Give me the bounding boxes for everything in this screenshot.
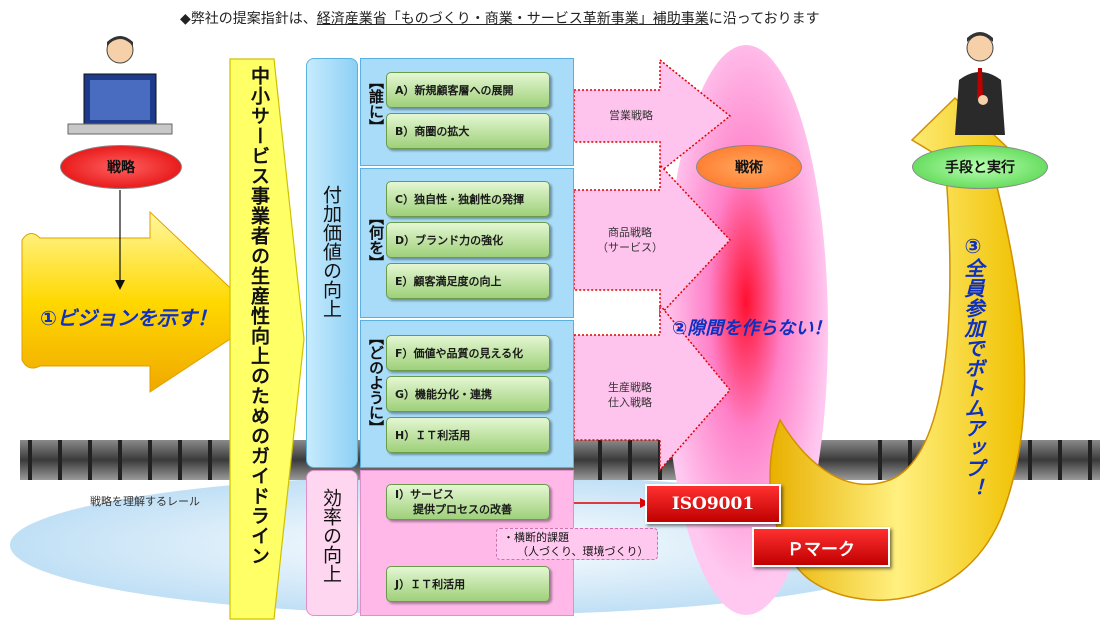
- item-d: D）ブランド力の強化: [386, 222, 550, 258]
- header-text: ◆弊社の提案指針は、経済産業省「ものづくり・商業・サービス革新事業」補助事業に沿…: [180, 8, 940, 28]
- group-who-label: 【誰に】: [367, 74, 385, 134]
- cross-line1: ・横断的課題: [503, 531, 569, 544]
- item-h: H）ＩＴ利活用: [386, 417, 550, 453]
- item-f: F）価値や品質の見える化: [386, 335, 550, 371]
- item-i-line2: 提供プロセスの改善: [413, 503, 512, 516]
- production-strategy-label: 生産戦略 仕入戦略: [590, 380, 670, 410]
- item-b: B）商圏の拡大: [386, 113, 550, 149]
- production-strategy-line1: 生産戦略: [608, 381, 652, 394]
- group-what-label: 【何を】: [367, 210, 385, 270]
- item-i: I）サービス 提供プロセスの改善: [386, 484, 550, 520]
- item-c: C）独自性・独創性の発揮: [386, 181, 550, 217]
- cross-cutting-box: ・横断的課題 （人づくり、環境づくり）: [496, 528, 658, 560]
- item-e: E）顧客満足度の向上: [386, 263, 550, 299]
- product-strategy-line1: 商品戦略: [608, 226, 652, 239]
- value-up-column: [306, 58, 358, 468]
- pmark-badge: Ｐマーク: [752, 527, 890, 567]
- item-a: A）新規顧客層への展開: [386, 72, 550, 108]
- efficiency-column: [306, 470, 358, 616]
- guideline-title: 中小サービス事業者の生産性向上のためのガイドライン: [248, 66, 270, 566]
- group-how-label: 【どのように】: [367, 330, 385, 435]
- means-execution-oval: 手段と実行: [912, 145, 1048, 189]
- vision-arrow: [21, 210, 263, 393]
- strategy-arrows: [573, 58, 732, 472]
- product-strategy-line2: （サービス）: [597, 241, 663, 254]
- item-i-line1: I）サービス: [395, 488, 455, 501]
- businessman-thinking-icon: [955, 32, 1005, 135]
- gap-label: ②隙間を作らない！: [672, 318, 832, 339]
- header-underlined: 経済産業省「ものづくり・商業・サービス革新事業」補助事業: [316, 11, 709, 27]
- vision-label: ①ビジョンを示す！: [40, 306, 217, 330]
- efficiency-label: 効率の向上: [320, 488, 342, 583]
- production-strategy-line2: 仕入戦略: [608, 396, 652, 409]
- cross-line2: （人づくり、環境づくり）: [517, 545, 649, 558]
- sales-strategy-label: 営業戦略: [609, 109, 653, 122]
- item-j: J）ＩＴ利活用: [386, 566, 550, 602]
- header-prefix: ◆弊社の提案指針は、: [180, 11, 317, 27]
- tactics-oval: 戦術: [696, 145, 802, 189]
- rail-label: 戦略を理解するレール: [90, 495, 200, 508]
- bottom-up-label: ③全員参加でボトムアップ！: [961, 234, 985, 498]
- strategy-oval: 戦略: [60, 145, 182, 189]
- businessman-computer-icon: [67, 36, 173, 135]
- value-up-label: 付加価値の向上: [320, 185, 342, 318]
- iso9001-badge: ISO9001: [645, 484, 781, 524]
- item-g: G）機能分化・連携: [386, 376, 550, 412]
- header-suffix: に沿っております: [708, 11, 820, 27]
- guideline-column-shape: [229, 58, 305, 620]
- product-strategy-label: 商品戦略 （サービス）: [590, 225, 670, 255]
